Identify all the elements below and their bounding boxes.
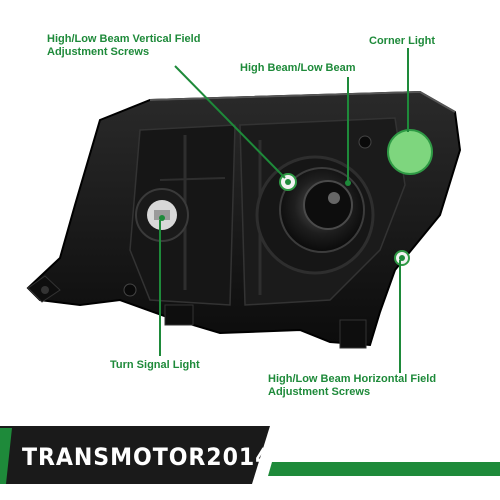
brand-logo-text: TRANSMOTOR2014 — [22, 443, 272, 471]
vertical-screws-label-line2: Adjustment Screws — [47, 46, 150, 58]
horizontal-screws-label-line2: Adjustment Screws — [268, 386, 371, 398]
corner-light-icon — [387, 129, 433, 175]
horizontal-screws-label-line1: High/Low Beam Horizontal Field — [268, 373, 437, 385]
vertical-screw-callout-line — [174, 65, 286, 179]
corner-light-label: Corner Light — [369, 35, 435, 47]
callout-dots — [159, 179, 405, 261]
projector-lens-icon — [255, 155, 375, 275]
headlight-housing — [26, 90, 462, 349]
vertical-screws-label-line1: High/Low Beam Vertical Field — [47, 33, 201, 45]
callout-lines — [159, 48, 409, 373]
high-low-beam-label: High Beam/Low Beam — [240, 62, 356, 74]
turn-signal-label: Turn Signal Light — [110, 359, 200, 371]
brand-banner — [0, 426, 500, 484]
